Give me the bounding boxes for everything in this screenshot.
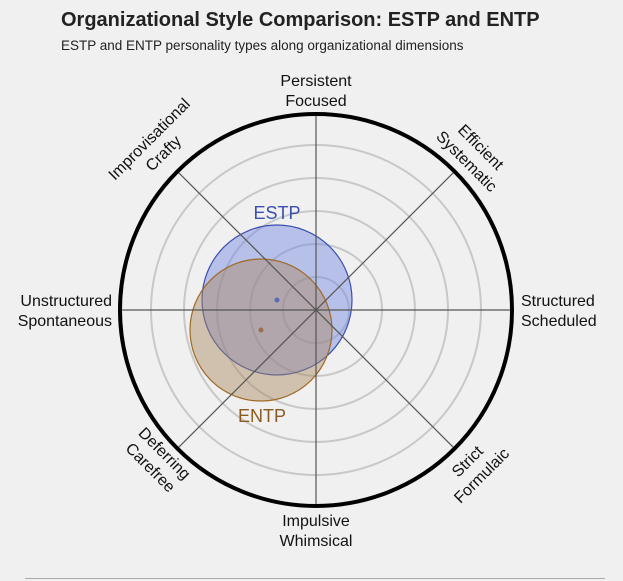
svg-text:Unstructured: Unstructured xyxy=(20,293,112,310)
svg-text:Focused: Focused xyxy=(285,93,346,110)
estp-label: ESTP xyxy=(253,203,300,223)
chart-title: Organizational Style Comparison: ESTP an… xyxy=(61,9,540,31)
axis-label-top-left: Improvisational Crafty xyxy=(106,96,194,184)
estp-center-dot xyxy=(274,297,280,303)
chart-subtitle: ESTP and ENTP personality types along or… xyxy=(61,38,464,53)
svg-text:Scheduled: Scheduled xyxy=(521,313,597,330)
svg-text:Spontaneous: Spontaneous xyxy=(18,313,112,330)
svg-text:Impulsive: Impulsive xyxy=(282,513,350,530)
outer-ring xyxy=(118,112,514,508)
axis-label-bottom-left: Deferring Carefree xyxy=(122,425,193,497)
axis-label-top: Persistent Focused xyxy=(280,73,352,110)
svg-text:Structured: Structured xyxy=(521,293,595,310)
axis-label-top-right: Efficient Systematic xyxy=(432,122,506,196)
entp-center-dot xyxy=(258,327,264,333)
axis-label-left: Unstructured Spontaneous xyxy=(18,293,112,330)
axis-lines xyxy=(120,114,512,506)
axis-label-right: Structured Scheduled xyxy=(521,293,597,330)
svg-text:Persistent: Persistent xyxy=(280,73,352,90)
bottom-divider xyxy=(25,578,605,579)
entp-label: ENTP xyxy=(238,406,286,426)
axis-label-bottom: Impulsive Whimsical xyxy=(280,513,353,550)
svg-text:Whimsical: Whimsical xyxy=(280,533,353,550)
